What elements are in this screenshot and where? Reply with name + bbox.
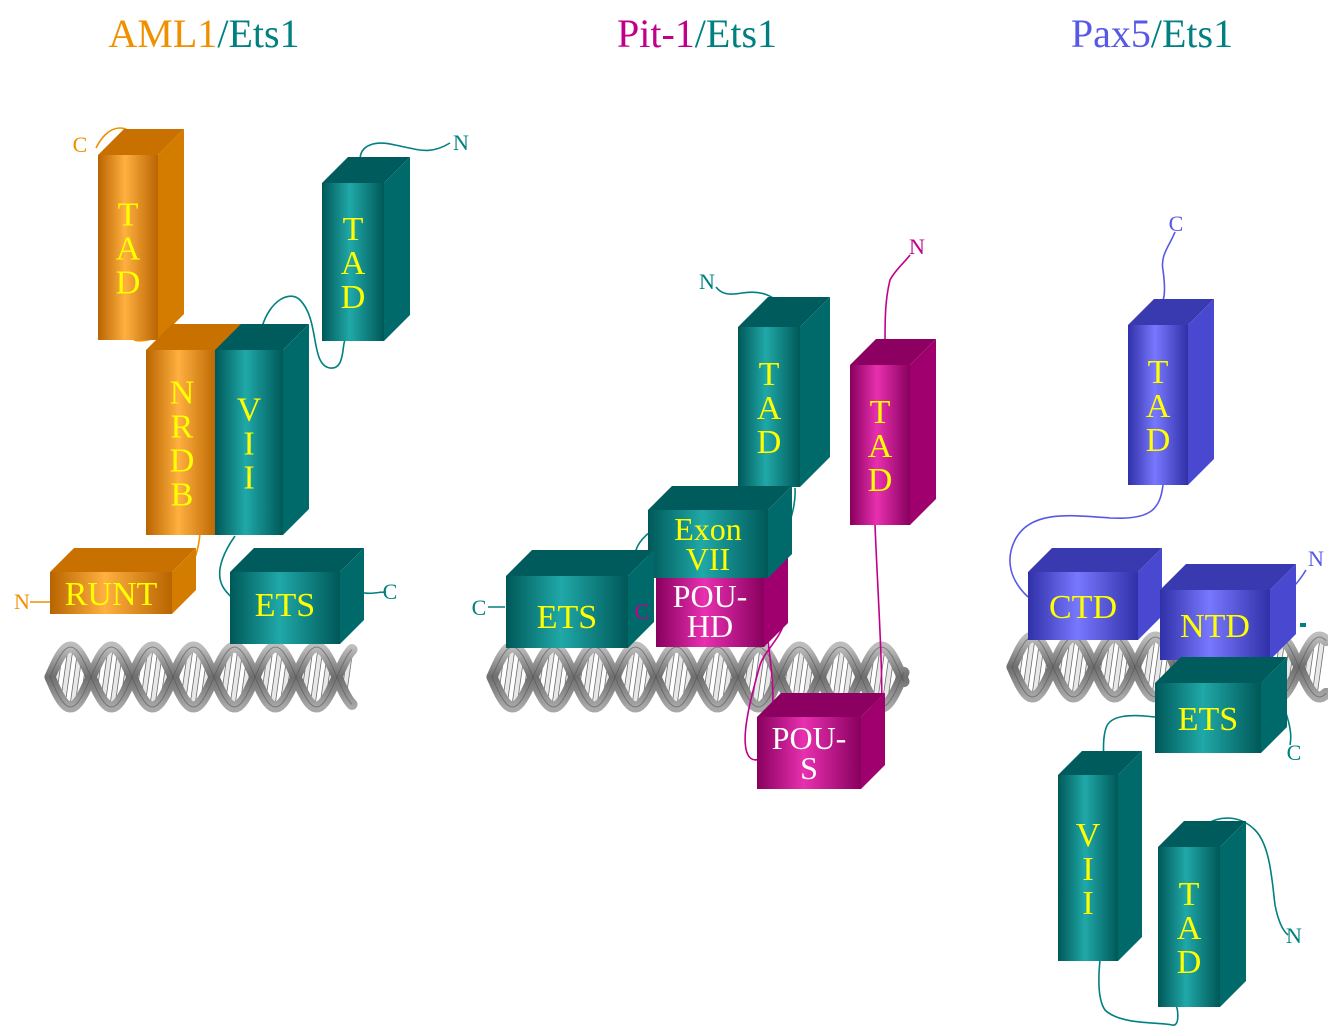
- ets1-n-terminus: N: [453, 130, 469, 155]
- domain-label: B: [171, 476, 194, 513]
- domain-label: ETS: [1178, 701, 1238, 738]
- tad-n-terminus: N: [1286, 923, 1302, 948]
- pit1-tad-domain: TAD: [850, 339, 936, 525]
- pit1-n-terminus: N: [909, 234, 925, 259]
- domain-label: VII: [686, 541, 730, 577]
- title-ets1: Ets1: [706, 11, 777, 56]
- domain-label: S: [800, 750, 818, 786]
- domain-label: V: [237, 391, 262, 428]
- ets1-exon-vii-domain: VII: [1058, 751, 1142, 961]
- domain-label: T: [343, 211, 364, 248]
- domain-label: I: [243, 425, 254, 462]
- domain-label: CTD: [1049, 589, 1117, 626]
- domain-label: I: [243, 459, 254, 496]
- domain-label: ETS: [255, 587, 315, 624]
- domain-label: D: [757, 424, 782, 461]
- domain-label: T: [759, 356, 780, 393]
- title-pax5: Pax5: [1071, 11, 1151, 56]
- pit1-pou-s-domain: POU-S: [757, 693, 885, 789]
- domain-label: D: [1146, 422, 1171, 459]
- domain-label: A: [116, 230, 141, 267]
- domain-label: D: [341, 279, 366, 316]
- pax5-ctd-domain: CTD: [1028, 548, 1162, 640]
- panel-pax5-ets1: TAD CTD NTD ETS VII TAD C N C N: [1009, 211, 1324, 1026]
- domain-label: POU-: [673, 578, 748, 614]
- domain-label: D: [868, 462, 893, 499]
- title-aml1-ets1: AML1/Ets1: [108, 11, 299, 56]
- domain-label: RUNT: [65, 576, 158, 613]
- domain-label: I: [1082, 885, 1093, 922]
- domain-label: ETS: [537, 599, 597, 636]
- ets-c-terminus: C: [383, 579, 398, 604]
- domain-label: I: [1082, 851, 1093, 888]
- domain-label: POU-: [772, 720, 847, 756]
- aml1-runt-domain: RUNT: [50, 548, 196, 614]
- ets1-tad-domain: TAD: [738, 297, 830, 487]
- domain-label: D: [116, 264, 141, 301]
- pou-hd-c-terminus: C: [635, 599, 650, 624]
- ntd-n-terminus: N: [1308, 546, 1324, 571]
- title-pax5-ets1: Pax5/Ets1: [1071, 11, 1233, 56]
- domain-label: R: [171, 408, 194, 445]
- domain-label: NTD: [1180, 608, 1250, 645]
- pit1-pou-hd-domain: POU-HD: [656, 551, 788, 647]
- title-ets1: Ets1: [1162, 11, 1233, 56]
- domain-label: HD: [687, 608, 733, 644]
- domain-label: T: [870, 394, 891, 431]
- ets1-tad-domain: TAD: [1158, 821, 1246, 1007]
- ets1-n-terminus: N: [699, 269, 715, 294]
- aml1-tad-domain: TAD: [98, 129, 184, 340]
- domain-label: A: [341, 245, 366, 282]
- domain-label: T: [1179, 876, 1200, 913]
- ets1-ets-domain: ETS: [1155, 657, 1287, 753]
- ets1-ets-domain: ETS: [230, 548, 364, 644]
- domain-label: A: [868, 428, 893, 465]
- dna-helix: [44, 641, 358, 713]
- ets1-ets-domain: ETS: [506, 550, 654, 648]
- pax5-ntd-domain: NTD: [1160, 564, 1296, 660]
- domain-label: T: [118, 196, 139, 233]
- title-aml1: AML1: [108, 11, 217, 56]
- domain-label: A: [1146, 388, 1171, 425]
- domain-label: A: [1177, 910, 1202, 947]
- domain-label: V: [1076, 817, 1101, 854]
- domain-label: D: [170, 442, 195, 479]
- aml1-c-terminus: C: [73, 132, 88, 157]
- ets1-tad-domain: TAD: [322, 157, 410, 341]
- title-pit1: Pit-1: [617, 11, 695, 56]
- domain-label: A: [757, 390, 782, 427]
- title-ets1: Ets1: [228, 11, 299, 56]
- domain-label: Exon: [674, 511, 742, 547]
- domain-label: T: [1148, 354, 1169, 391]
- pax5-c-terminus: C: [1169, 211, 1184, 236]
- ets1-exon-vii-domain: VII: [215, 324, 309, 535]
- domain-label: N: [170, 374, 195, 411]
- pax5-tad-domain: TAD: [1128, 299, 1214, 485]
- domain-label: D: [1177, 944, 1202, 981]
- ets-c-terminus: C: [472, 595, 487, 620]
- runt-n-terminus: N: [14, 589, 30, 614]
- title-pit1-ets1: Pit-1/Ets1: [617, 11, 777, 56]
- ets-c-terminus: C: [1287, 740, 1302, 765]
